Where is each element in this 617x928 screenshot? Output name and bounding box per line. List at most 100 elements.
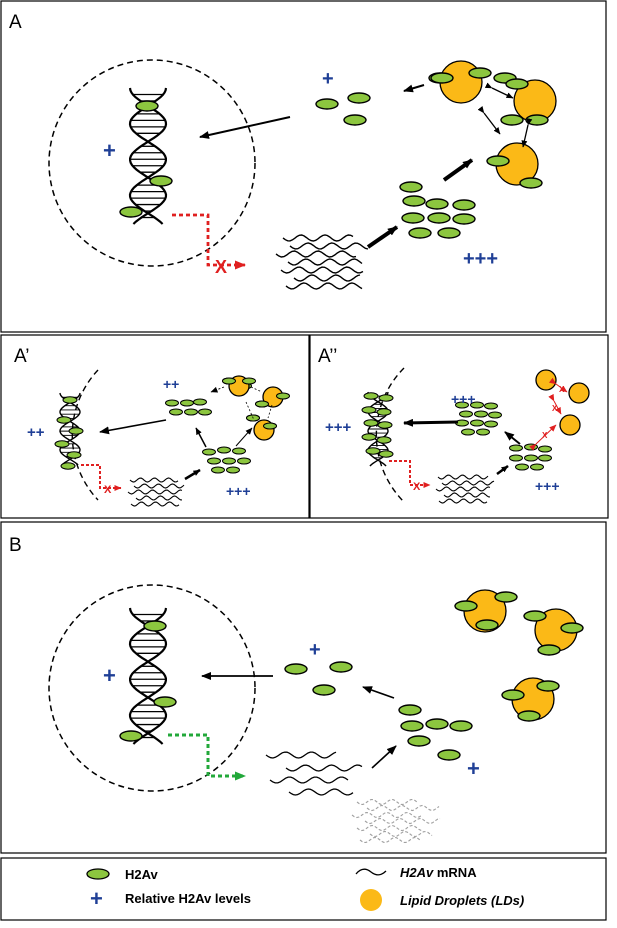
blocked-x-mark: X	[215, 257, 227, 277]
panel-a1-frame	[0, 334, 310, 519]
h2av-icon	[454, 600, 478, 612]
h2av-icon	[524, 454, 538, 462]
nucleus-outline	[375, 367, 405, 503]
h2av-icon	[119, 206, 143, 218]
ld-blocked-arrow	[548, 393, 562, 415]
mrna-strand-icon	[133, 483, 185, 489]
mrna-level-plus: +++	[226, 483, 251, 499]
mrna-strand-icon	[364, 817, 441, 825]
h2av-icon	[452, 199, 476, 211]
mrna-strand-icon	[282, 234, 354, 242]
cyto-arrow	[195, 427, 207, 448]
h2av-icon	[232, 447, 246, 455]
h2av-icon	[361, 406, 377, 414]
h2av-icon	[500, 114, 524, 126]
h2av-icon	[180, 399, 194, 407]
h2av-icon	[376, 408, 392, 416]
mrna-strand-icon	[130, 501, 180, 507]
mrna-strand-icon	[437, 474, 489, 480]
h2av-icon	[66, 451, 82, 459]
h2av-icon	[378, 394, 394, 402]
mrna-strand-icon	[287, 258, 363, 266]
mrna-strand-icon	[351, 811, 423, 819]
ld-blocked-x: X	[542, 431, 548, 440]
mrna-strand-icon	[443, 492, 491, 498]
h2av-icon	[486, 155, 510, 167]
h2av-icon	[207, 457, 221, 465]
h2av-icon	[509, 444, 523, 452]
nuclear-level-plus: +	[103, 138, 116, 163]
ld-exchange-arrow	[250, 386, 263, 393]
panel-b: + + +	[48, 584, 584, 843]
h2av-pool-group	[202, 446, 251, 474]
h2av-icon	[468, 67, 492, 79]
blocked-transport-path	[172, 213, 246, 270]
h2av-icon	[398, 704, 422, 716]
h2av-icon	[437, 227, 461, 239]
h2av-icon	[376, 436, 392, 444]
mrna-strand-icon	[127, 489, 183, 495]
mrna-strand-icon	[366, 804, 440, 812]
ld-loading-arrow	[235, 427, 253, 447]
h2av-icon	[459, 410, 473, 418]
h2av-icon	[68, 427, 84, 435]
nucleus-outline	[48, 59, 256, 267]
mrna-strand-icon	[129, 477, 179, 483]
h2av-icon	[408, 227, 432, 239]
translation-arrow	[366, 225, 399, 249]
h2av-icon	[343, 114, 367, 126]
panel-b-label: B	[9, 535, 22, 556]
mrna-strand-icon	[135, 495, 183, 501]
h2av-icon	[524, 443, 538, 451]
mrna-strand-icon	[441, 480, 495, 486]
mrna-strand-icon	[356, 799, 418, 805]
mrna-strand-icon	[269, 776, 349, 784]
mrna-strand-icon	[359, 837, 421, 843]
legend-mrna-label: H2Av mRNA	[400, 865, 477, 880]
mrna-strand-icon	[438, 498, 488, 504]
translation-arrow	[184, 468, 201, 481]
nuclear-level-plus: ++	[27, 424, 45, 441]
h2av-icon	[484, 420, 498, 428]
cyto-level-plus: +++	[451, 391, 476, 407]
h2av-on-dna-group	[119, 100, 173, 218]
plus-legend-icon: +	[90, 886, 103, 911]
mrna-group	[127, 477, 185, 507]
h2av-icon	[525, 114, 549, 126]
blocked-transport-path	[81, 464, 122, 491]
cyto-level-plus: +	[309, 639, 321, 661]
ld-exchange-arrow	[484, 82, 514, 99]
h2av-icon	[509, 454, 523, 462]
legend-h2av-label: H2Av	[125, 867, 159, 882]
h2av-icon	[315, 98, 339, 110]
h2av-icon	[437, 749, 461, 761]
panel-b-frame	[0, 521, 607, 854]
h2av-on-dna-group	[54, 396, 84, 470]
dna-strand	[128, 87, 168, 225]
h2av-icon	[222, 377, 236, 385]
h2av-icon	[365, 447, 381, 455]
h2av-icon	[470, 419, 484, 427]
nuclear-level-plus: +++	[325, 419, 352, 436]
h2av-cyto-group	[284, 661, 353, 696]
nuclear-import-arrow	[199, 116, 291, 139]
h2av-icon	[312, 684, 336, 696]
blocked-x-mark: X	[104, 484, 112, 496]
nuclear-import-arrow	[99, 419, 167, 435]
h2av-icon	[484, 402, 498, 410]
legend-ld-label: Lipid Droplets (LDs)	[400, 893, 524, 908]
panel-a-label: A	[9, 12, 22, 33]
h2av-icon	[143, 620, 167, 632]
mrna-group	[435, 474, 495, 504]
h2av-icon	[165, 399, 179, 407]
h2av-on-dna-group	[361, 392, 394, 458]
h2av-cyto-group	[455, 401, 502, 436]
mrna-strand-icon	[356, 824, 424, 832]
mrna-strand-icon	[369, 830, 433, 838]
h2av-icon	[60, 462, 76, 470]
h2av-icon	[184, 408, 198, 416]
h2av-icon	[537, 644, 561, 656]
mrna-strand-icon	[293, 274, 361, 282]
h2av-icon	[135, 100, 159, 112]
